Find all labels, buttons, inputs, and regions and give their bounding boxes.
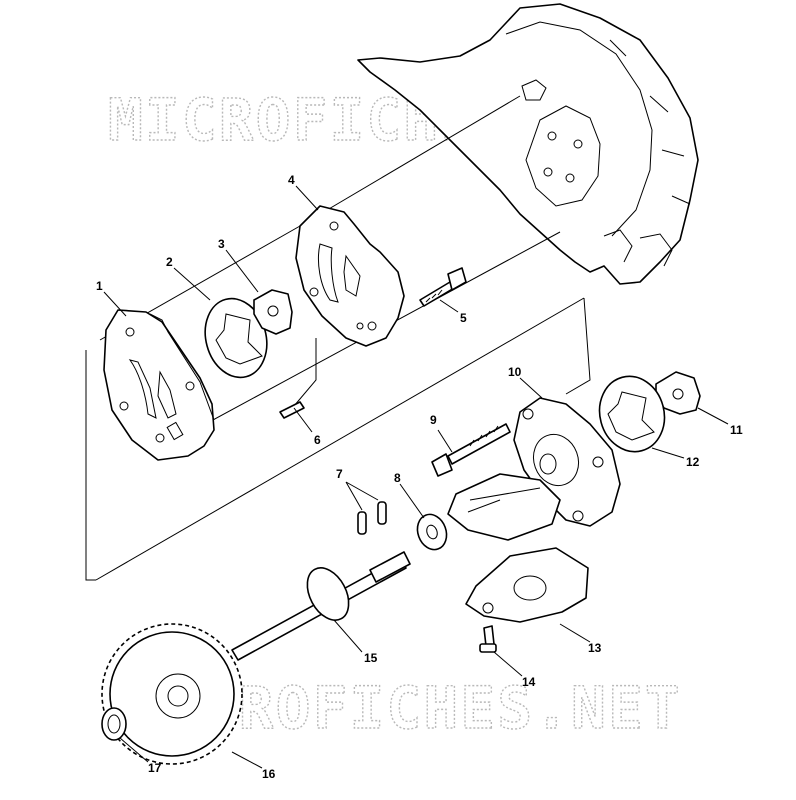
part-3-inner-rotor: [253, 289, 293, 335]
callout-3: 3: [218, 237, 225, 251]
part-16-gear: [101, 623, 243, 765]
part-13-gasket: [465, 547, 589, 623]
part-17-ring: [101, 707, 127, 741]
callout-8: 8: [394, 471, 401, 485]
part-14-screw: [479, 625, 497, 653]
callout-leaders: [103, 185, 729, 769]
callout-16: 16: [262, 767, 276, 781]
part-5-bolt: [419, 267, 467, 307]
callout-14: 14: [522, 675, 536, 689]
callout-1: 1: [96, 279, 103, 293]
part-4-pump-body: [295, 205, 405, 347]
part-9-long-bolt: [431, 423, 511, 477]
callout-6: 6: [314, 433, 321, 447]
callout-12: 12: [686, 455, 700, 469]
callout-15: 15: [364, 651, 378, 665]
callout-17: 17: [148, 761, 162, 775]
part-6-dowel-pin: [279, 401, 305, 419]
callout-numbers: 1 2 3 4 5 6 7 8 9 10 11 12 13 14 15 16 1…: [96, 173, 743, 781]
callout-11: 11: [730, 423, 743, 437]
part-15-shaft: [231, 551, 411, 661]
part-12-outer-rotor: [598, 375, 666, 453]
callout-13: 13: [588, 641, 602, 655]
part-8-washer: [416, 513, 448, 551]
part-7-pins: [357, 501, 387, 535]
part-1-pump-cover: [103, 309, 215, 461]
callout-4: 4: [288, 173, 295, 187]
callout-9: 9: [430, 413, 437, 427]
part-10-pump-housing: [447, 397, 621, 541]
crankcase-housing: [357, 3, 699, 285]
callout-10: 10: [508, 365, 522, 379]
callout-7: 7: [336, 467, 343, 481]
callout-5: 5: [460, 311, 467, 325]
callout-2: 2: [166, 255, 173, 269]
part-2-outer-rotor: [204, 297, 268, 379]
